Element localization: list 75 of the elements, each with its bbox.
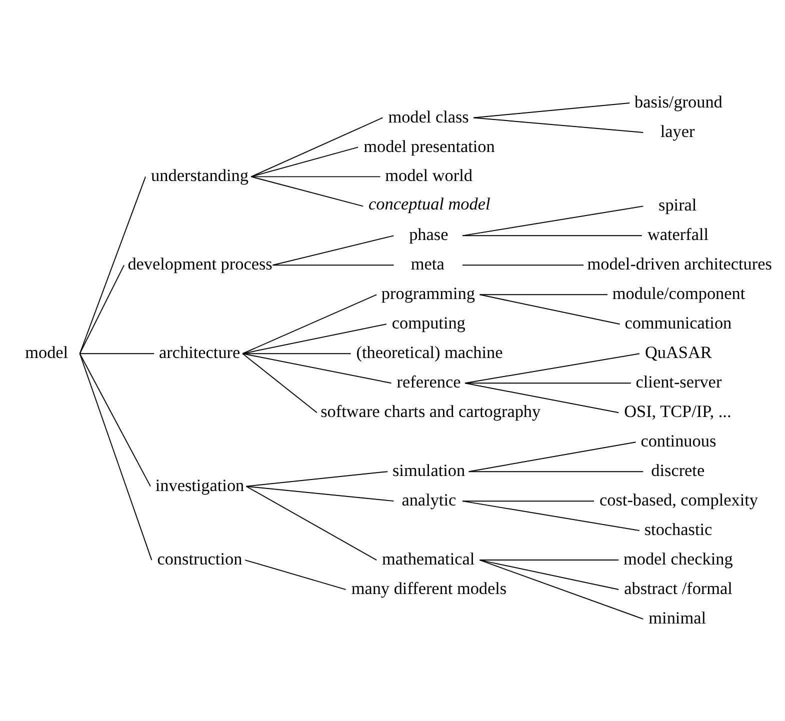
node-text: model-driven architectures bbox=[587, 254, 772, 274]
connector bbox=[272, 234, 394, 266]
node-text: investigation bbox=[155, 475, 244, 494]
connector bbox=[246, 485, 394, 502]
node-text: development process bbox=[128, 254, 272, 274]
node-text: reference bbox=[396, 372, 461, 392]
connector bbox=[250, 146, 359, 177]
connector bbox=[250, 116, 384, 177]
connector bbox=[479, 559, 644, 620]
connector bbox=[250, 176, 364, 206]
node-text: meta bbox=[410, 254, 444, 274]
connector bbox=[79, 352, 152, 560]
node-text: communication bbox=[624, 313, 732, 332]
connector bbox=[473, 102, 630, 118]
connector bbox=[479, 294, 620, 324]
node-text: QuASAR bbox=[645, 342, 712, 362]
node-text: conceptual model bbox=[368, 194, 490, 213]
connector bbox=[462, 264, 584, 266]
node-text: minimal bbox=[648, 608, 706, 628]
node-text: client-server bbox=[636, 372, 722, 392]
connector bbox=[246, 470, 388, 486]
node-text: architecture bbox=[159, 342, 240, 362]
node-text: computing bbox=[392, 313, 466, 332]
node-text: model presentation bbox=[364, 136, 495, 156]
node-text: continuous bbox=[640, 431, 716, 450]
connector bbox=[462, 205, 644, 236]
node-text: model checking bbox=[623, 549, 733, 568]
node-text: construction bbox=[157, 549, 242, 568]
connector bbox=[79, 176, 146, 354]
node-text: phase bbox=[409, 224, 448, 244]
connector bbox=[479, 559, 620, 590]
connector bbox=[462, 500, 640, 531]
connector bbox=[246, 485, 378, 560]
connector bbox=[242, 352, 352, 354]
node-text: mathematical bbox=[382, 549, 475, 568]
connector bbox=[462, 500, 594, 502]
connector bbox=[242, 323, 387, 354]
connector bbox=[244, 559, 346, 590]
connector bbox=[479, 294, 608, 295]
connector bbox=[464, 352, 640, 384]
node-text: many different models bbox=[351, 578, 507, 598]
node-text: module/component bbox=[612, 284, 746, 303]
node-text: OSI, TCP/IP, ... bbox=[624, 402, 732, 421]
node-text: analytic bbox=[402, 490, 456, 510]
connector bbox=[468, 441, 636, 472]
connector bbox=[250, 176, 381, 177]
node-text: model bbox=[25, 342, 68, 362]
node-text: basis/ground bbox=[634, 92, 722, 112]
connector bbox=[272, 264, 394, 266]
node-text: cost-based, complexity bbox=[600, 490, 758, 510]
connector bbox=[242, 352, 392, 384]
connector bbox=[473, 116, 644, 132]
node-text: waterfall bbox=[647, 224, 709, 244]
connector bbox=[79, 352, 155, 354]
node-text: programming bbox=[381, 284, 476, 303]
connector bbox=[242, 294, 378, 354]
node-text: understanding bbox=[151, 166, 248, 185]
node-text: layer bbox=[660, 122, 695, 141]
connector bbox=[242, 352, 318, 413]
connector bbox=[79, 264, 125, 354]
node-text: stochastic bbox=[644, 520, 712, 539]
connector bbox=[468, 470, 644, 472]
node-text: model class bbox=[388, 106, 469, 126]
node-text: spiral bbox=[658, 195, 697, 214]
connector bbox=[462, 234, 642, 236]
connector bbox=[479, 559, 620, 560]
connector bbox=[464, 382, 620, 413]
connector bbox=[79, 352, 151, 486]
connector bbox=[464, 382, 632, 384]
node-text: abstract /formal bbox=[624, 578, 732, 598]
node-text: (theoretical) machine bbox=[356, 342, 503, 362]
node-text: model world bbox=[385, 166, 472, 185]
node-text: simulation bbox=[392, 460, 466, 480]
node-text: software charts and cartography bbox=[320, 402, 541, 421]
node-text: discrete bbox=[651, 460, 705, 480]
